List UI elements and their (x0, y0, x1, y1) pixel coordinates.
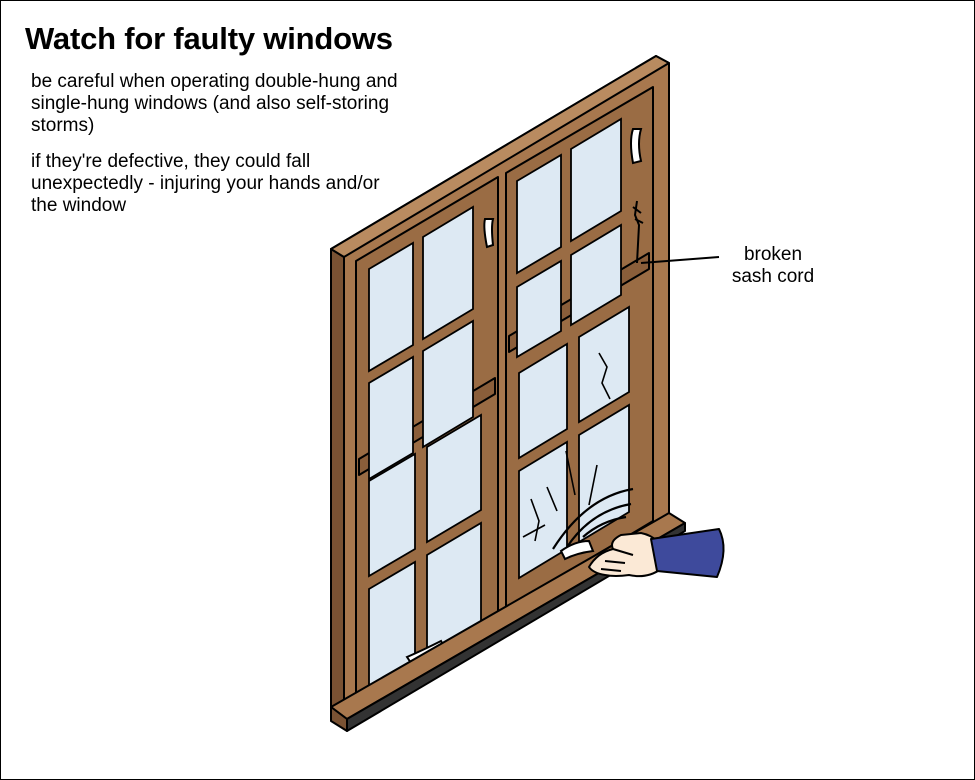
callout-leader-line (640, 256, 720, 264)
left-upper-panes (368, 205, 474, 481)
left-lower-panes (368, 413, 482, 690)
impact-arcs (552, 487, 634, 550)
finger-lines (600, 548, 634, 572)
defect-paragraph: if they're defective, they could fall un… (31, 151, 380, 216)
broken-sash-cord (632, 200, 644, 264)
bottom-latch-icon (559, 539, 595, 561)
window-frame-side (330, 248, 345, 724)
page-title: Watch for faulty windows (25, 21, 393, 56)
caution-paragraph: be careful when operating double-hung an… (31, 71, 398, 136)
window-frame-top (330, 55, 670, 258)
right-sash-pull-icon (630, 128, 643, 165)
right-upper-panes (516, 117, 622, 359)
sleeve (650, 528, 725, 578)
left-sash-pull-icon (483, 218, 495, 249)
glass-crack-lines (522, 352, 611, 542)
